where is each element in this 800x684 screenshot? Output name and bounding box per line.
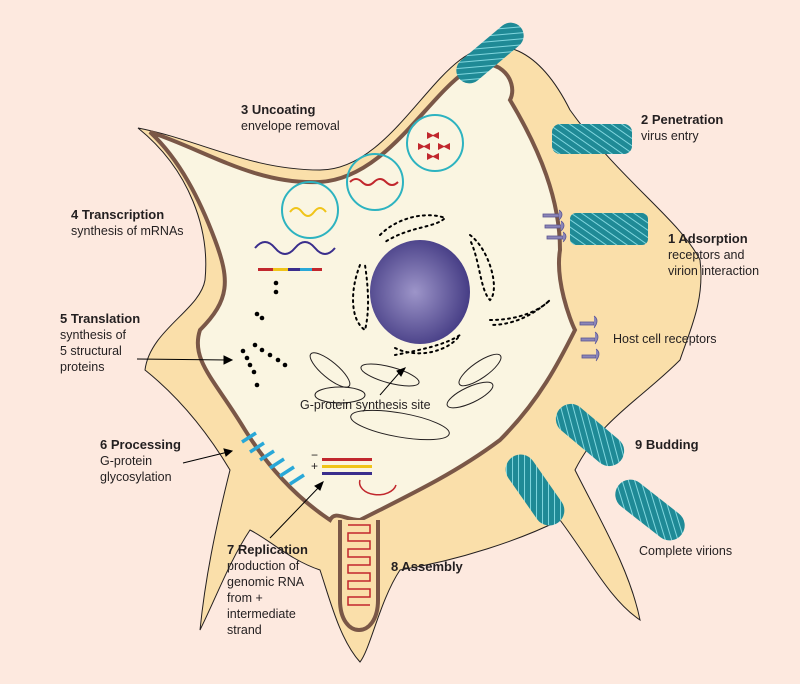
- mrna-strand-icon: [254, 241, 336, 255]
- step-5-translation-label: 5 Translation synthesis of 5 structural …: [60, 311, 140, 375]
- replication-strands: [322, 458, 372, 475]
- step-4-desc: synthesis of mRNAs: [71, 224, 184, 238]
- assembled-rna-coil: [347, 524, 371, 606]
- step-1-title: 1 Adsorption: [668, 231, 748, 246]
- capsid-proteins-icon: [418, 132, 450, 160]
- step-6-title: 6 Processing: [100, 437, 181, 452]
- nucleus: [370, 240, 470, 344]
- step-5-title: 5 Translation: [60, 311, 141, 326]
- rough-er: [352, 214, 551, 356]
- step-2-penetration-label: 2 Penetration virus entry: [641, 112, 723, 144]
- step-3-uncoating-label: 3 Uncoating envelope removal: [241, 102, 340, 134]
- mrna-in-vesicle-icon: [289, 207, 327, 217]
- step-4-transcription-label: 4 Transcription synthesis of mRNAs: [71, 207, 184, 239]
- virion-entering: [552, 124, 632, 154]
- step-8-title: 8 Assembly: [391, 559, 463, 574]
- cytoplasm: [148, 62, 578, 523]
- g-protein-site-label: G-protein synthesis site: [300, 398, 431, 412]
- host-cell-receptors-label: Host cell receptors: [613, 332, 717, 346]
- step-2-title: 2 Penetration: [641, 112, 724, 127]
- virion-penetrating: [456, 22, 524, 84]
- step-6-desc: G-protein glycosylation: [100, 454, 172, 484]
- mrna-bar-icon: [258, 268, 322, 271]
- step-5-desc: synthesis of 5 structural proteins: [60, 328, 127, 374]
- step-2-desc: virus entry: [641, 129, 699, 143]
- nucleocapsid-ring: [358, 479, 397, 496]
- uncoating-vesicles: [281, 114, 464, 239]
- step-7-replication-label: 7 Replication production of genomic RNA …: [227, 542, 308, 638]
- step-1-desc: receptors and virion interaction: [668, 248, 760, 278]
- step-4-title: 4 Transcription: [71, 207, 165, 222]
- helical-rna-icon: [349, 178, 399, 186]
- step-7-desc: production of genomic RNA from + interme…: [227, 559, 305, 637]
- virion-budding-1: [555, 403, 625, 467]
- golgi-apparatus: [309, 352, 502, 441]
- step-7-title: 7 Replication: [227, 542, 308, 557]
- step-9-budding-label: 9 Budding: [635, 437, 699, 453]
- translated-proteins: [240, 280, 288, 388]
- receptor-icons: [542, 209, 600, 362]
- step-1-adsorption-label: 1 Adsorption receptors and virion intera…: [668, 231, 759, 279]
- virion-budding-2: [505, 454, 565, 526]
- virion-adsorbing: [570, 213, 648, 245]
- pointer-arrows: [136, 355, 407, 539]
- step-9-title: 9 Budding: [635, 437, 699, 452]
- plus-strand-sign: +: [311, 459, 319, 473]
- step-8-assembly-label: 8 Assembly: [391, 559, 463, 575]
- step-3-desc: envelope removal: [241, 119, 340, 133]
- complete-virions-label: Complete virions: [639, 544, 733, 558]
- step-6-processing-label: 6 Processing G-protein glycosylation: [100, 437, 181, 485]
- glycoprotein-spikes: [241, 431, 305, 486]
- assembly-pocket: [338, 520, 380, 632]
- step-3-title: 3 Uncoating: [241, 102, 316, 117]
- virion-complete: [615, 479, 685, 541]
- minus-strand-sign: −: [311, 448, 319, 462]
